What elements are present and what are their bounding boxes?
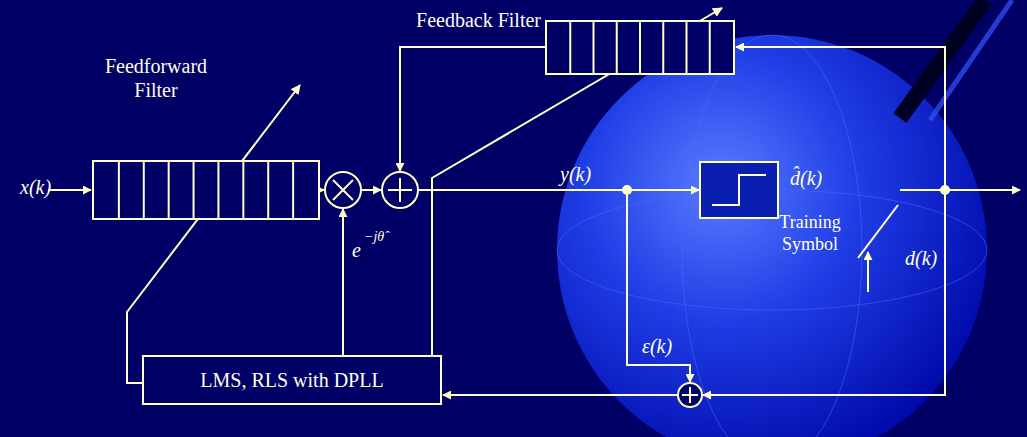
adder-symbol [689, 387, 691, 403]
delay-cell-divider [709, 22, 711, 73]
feedback-wire [736, 47, 945, 190]
adaptation-box: LMS, RLS with DPLL [142, 355, 442, 405]
box-text: LMS, RLS with DPLL [200, 368, 383, 392]
delay-cell-divider [118, 162, 120, 218]
delay-cell-divider [267, 162, 269, 218]
adaptation-arrow [127, 85, 300, 383]
phase-exponent: −jθ̂ [364, 229, 384, 246]
note: Training Symbol [772, 212, 848, 255]
decor-slash [930, 0, 1012, 120]
decision-device [700, 162, 778, 218]
feedback-filter: Feedback Filter [545, 20, 735, 75]
signal-name: y(k) [560, 162, 591, 186]
delay-cell-divider [686, 22, 688, 73]
error-wire [443, 394, 678, 396]
delay-cells [547, 22, 733, 73]
delay-cells [94, 162, 318, 218]
feedback-wire [400, 47, 545, 171]
wire [320, 189, 324, 191]
adder-symbol [382, 172, 418, 208]
adder-symbol [678, 383, 702, 407]
delay-cell-divider [569, 22, 571, 73]
wire [418, 189, 699, 191]
delay-cell-divider [143, 162, 145, 218]
step-symbol [712, 175, 766, 205]
input-wire [48, 189, 91, 191]
multiplier-symbol [333, 180, 353, 200]
multiplier-symbol [333, 180, 353, 200]
delay-cell-divider [242, 162, 244, 218]
switch-blade [858, 205, 898, 258]
filter-heading: Feedback Filter [416, 8, 541, 32]
delay-cell-divider [593, 22, 595, 73]
signal-name: ε(k) [642, 334, 672, 358]
signal-name: d(k) [905, 246, 937, 270]
delay-cell-divider [217, 162, 219, 218]
filter-heading: Feedforward Filter [96, 54, 216, 102]
delay-cell-divider [193, 162, 195, 218]
phase-wire [342, 209, 344, 355]
multiplier-symbol [325, 172, 361, 208]
output-wire [900, 189, 1020, 191]
delay-cell-divider [168, 162, 170, 218]
adder-symbol [399, 178, 401, 202]
error-wire [627, 190, 690, 382]
training-wire [867, 252, 869, 292]
delay-cell-divider [616, 22, 618, 73]
signal-name: d̂(k) [790, 166, 822, 190]
feedforward-filter: Feedforward Filter [92, 160, 320, 220]
signal-name: x(k) [20, 175, 51, 199]
error-wire [703, 190, 945, 395]
phase-term: e [352, 238, 361, 262]
delay-cell-divider [662, 22, 664, 73]
delay-cell-divider [292, 162, 294, 218]
wire [361, 189, 381, 191]
delay-cell-divider [639, 22, 641, 73]
